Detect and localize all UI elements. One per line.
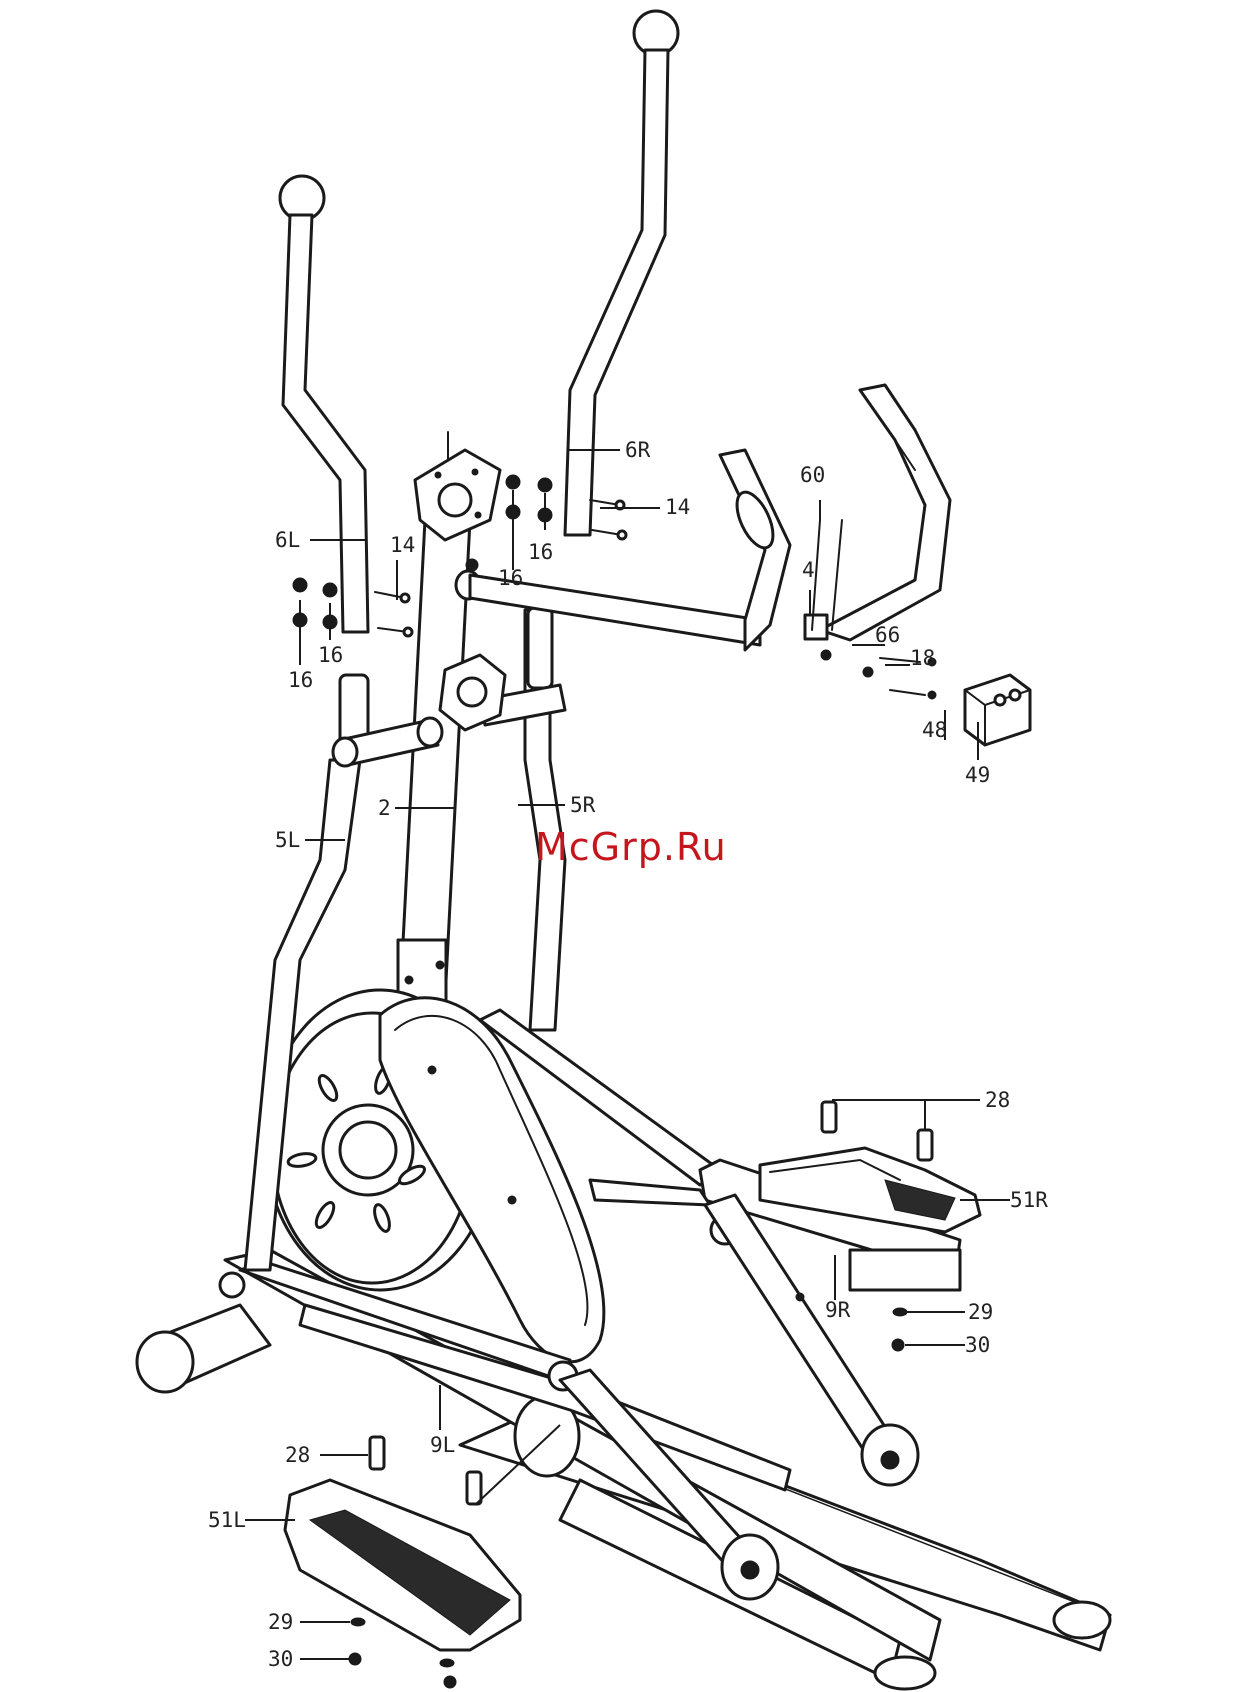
label-18: 18 — [910, 648, 935, 669]
label-51r: 51R — [1010, 1190, 1048, 1211]
label-9l: 9L — [430, 1435, 455, 1456]
label-4: 4 — [802, 560, 815, 581]
label-9r: 9R — [825, 1300, 850, 1321]
label-66: 66 — [875, 625, 900, 646]
front-stabilizer — [137, 1305, 270, 1392]
label-28-right: 28 — [985, 1090, 1010, 1111]
label-30-left: 30 — [268, 1649, 293, 1670]
pedal-left — [285, 1437, 520, 1650]
console-mount — [415, 432, 500, 540]
label-2: 2 — [378, 798, 391, 819]
label-16-a: 16 — [528, 542, 553, 563]
label-48: 48 — [922, 720, 947, 741]
label-6l-top: 6L — [275, 530, 300, 551]
label-5l: 5L — [275, 830, 300, 851]
label-6r-top: 6R — [625, 440, 650, 461]
label-30-right: 30 — [965, 1335, 990, 1356]
upper-handlebar-left — [280, 176, 368, 632]
label-14-left: 14 — [390, 535, 415, 556]
label-60-top: 60 — [800, 465, 825, 486]
label-16-b: 16 — [498, 568, 523, 589]
label-16-c: 16 — [318, 645, 343, 666]
watermark: McGrp.Ru — [535, 828, 727, 866]
grip-block — [965, 675, 1030, 745]
label-14-top: 14 — [665, 497, 690, 518]
label-16-d: 16 — [288, 670, 313, 691]
label-5r: 5R — [570, 795, 595, 816]
label-29-right: 29 — [968, 1302, 993, 1323]
label-49: 49 — [965, 765, 990, 786]
upper-handlebar-right — [565, 11, 678, 535]
label-51l: 51L — [208, 1510, 246, 1531]
label-28-left: 28 — [285, 1445, 310, 1466]
label-29-left: 29 — [268, 1612, 293, 1633]
